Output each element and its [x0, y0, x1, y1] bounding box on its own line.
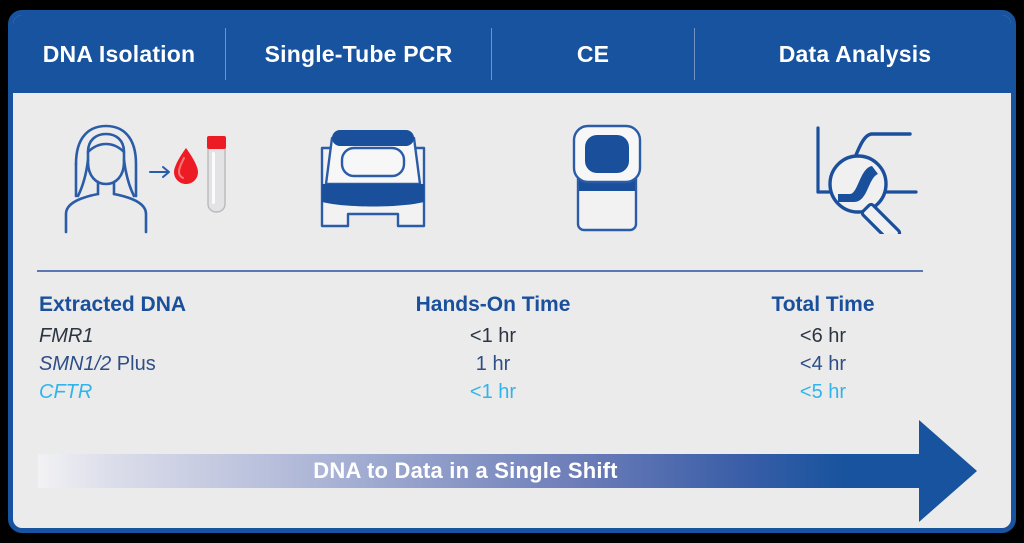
- icon-slot-data-analysis: [709, 113, 1011, 243]
- header-step-label: CE: [576, 40, 610, 67]
- assay-name: SMN1/2 Plus: [13, 353, 343, 376]
- magnifier-lens-icon: [828, 154, 888, 214]
- total-time-value: <6 hr: [799, 325, 847, 347]
- workflow-card: DNA Isolation Single-Tube PCR CE Data An…: [8, 10, 1016, 533]
- collection-tube-icon: [207, 136, 226, 213]
- column-header-assay: Extracted DNA: [39, 293, 187, 316]
- capillary-electrophoresis-icon: [572, 124, 642, 232]
- workflow-header: DNA Isolation Single-Tube PCR CE Data An…: [13, 15, 1011, 93]
- header-step-label: Data Analysis: [778, 40, 932, 67]
- table-row: CFTR <1 hr <5 hr: [13, 381, 1011, 409]
- total-time-value: <5 hr: [799, 381, 847, 403]
- table-row: FMR1 <1 hr <6 hr: [13, 325, 1011, 353]
- icon-slot-dna-isolation: [27, 113, 239, 243]
- thermal-cycler-icon: [320, 130, 425, 228]
- arrow-shaft: [38, 454, 918, 488]
- header-divider: [225, 28, 226, 80]
- blood-drop-icon: [174, 148, 198, 184]
- column-header-hands-on-time: Hands-On Time: [415, 293, 571, 316]
- header-step-dna-isolation: DNA Isolation: [13, 15, 225, 93]
- magnifier-handle-icon: [860, 202, 902, 234]
- assay-gene-suffix: Plus: [111, 353, 156, 375]
- metrics-table: Extracted DNA Hands-On Time Total Time F…: [13, 293, 1011, 409]
- header-divider: [491, 28, 492, 80]
- summary-arrow-banner: DNA to Data in a Single Shift: [13, 410, 1011, 528]
- assay-gene-italic: CFTR: [39, 381, 93, 403]
- header-divider: [694, 28, 695, 80]
- hands-on-time-value: <1 hr: [469, 381, 517, 403]
- patient-blood-draw-icon: [64, 124, 226, 234]
- icon-slot-single-tube-pcr: [240, 113, 505, 243]
- assay-gene-italic: SMN1/2: [39, 353, 112, 375]
- hands-on-time-value: 1 hr: [475, 353, 511, 375]
- header-step-ce: CE: [492, 15, 694, 93]
- icon-row: [13, 93, 1011, 263]
- total-time-value: <4 hr: [799, 353, 847, 375]
- assay-name: CFTR: [13, 381, 343, 404]
- header-step-label: Single-Tube PCR: [264, 40, 453, 67]
- assay-name: FMR1: [13, 325, 343, 348]
- icon-slot-ce: [506, 113, 708, 243]
- header-step-data-analysis: Data Analysis: [695, 15, 1011, 93]
- hands-on-time-value: <1 hr: [469, 325, 517, 347]
- arrow-head-icon: [891, 418, 977, 524]
- header-step-single-tube-pcr: Single-Tube PCR: [226, 15, 491, 93]
- header-step-label: DNA Isolation: [42, 40, 196, 67]
- data-analysis-icon: [816, 126, 918, 234]
- table-row: SMN1/2 Plus 1 hr <4 hr: [13, 353, 1011, 381]
- table-header-row: Extracted DNA Hands-On Time Total Time: [13, 293, 1011, 325]
- arrow-right-icon: [149, 166, 170, 178]
- section-divider: [37, 270, 923, 272]
- assay-gene-italic: FMR1: [39, 325, 94, 347]
- column-header-total-time: Total Time: [771, 293, 875, 316]
